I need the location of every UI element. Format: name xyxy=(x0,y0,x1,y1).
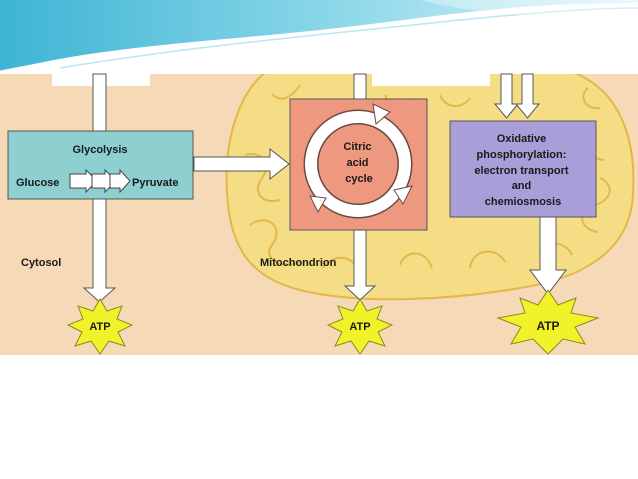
oxphos-line-1: Oxidative xyxy=(497,133,547,145)
oxidative-phosphorylation-box xyxy=(449,120,597,218)
glycolysis-conversion-arrows xyxy=(69,168,131,194)
atp-label-citric: ATP xyxy=(349,321,370,333)
atp-burst-glycolysis xyxy=(66,298,134,355)
atp-burst-oxphos xyxy=(496,289,600,355)
citric-line-1: Citric xyxy=(343,141,371,153)
glucose-label: Glucose xyxy=(16,177,59,189)
atp-label-oxphos: ATP xyxy=(536,319,559,333)
citric-line-3: cycle xyxy=(345,173,373,185)
oxidative-phosphorylation-label: Oxidative phosphorylation: electron tran… xyxy=(474,133,571,208)
oxphos-line-2: phosphorylation: xyxy=(477,149,567,161)
oxphos-line-5: chemiosmosis xyxy=(485,196,561,208)
atp-label-glycolysis: ATP xyxy=(89,321,110,333)
cytosol-label: Cytosol xyxy=(21,257,61,269)
atp-burst-citric xyxy=(326,298,394,355)
oxphos-line-4: and xyxy=(512,180,532,192)
arrow-oxphos-to-atp xyxy=(529,215,567,295)
arrows-into-oxphos xyxy=(493,73,541,119)
mitochondrion-label: Mitochondrion xyxy=(260,257,337,269)
citric-line-2: acid xyxy=(346,157,368,169)
cycle-ring-icon xyxy=(303,103,413,219)
arrow-glycolysis-to-citric xyxy=(193,147,290,181)
citric-acid-cycle-label: Citric acid cycle xyxy=(343,141,374,185)
oxphos-line-3: electron transport xyxy=(474,165,568,177)
slide-header-swoosh xyxy=(0,0,638,74)
glycolysis-title: Glycolysis xyxy=(72,144,127,156)
top-connector-right xyxy=(372,74,490,86)
pyruvate-label: Pyruvate xyxy=(132,177,178,189)
